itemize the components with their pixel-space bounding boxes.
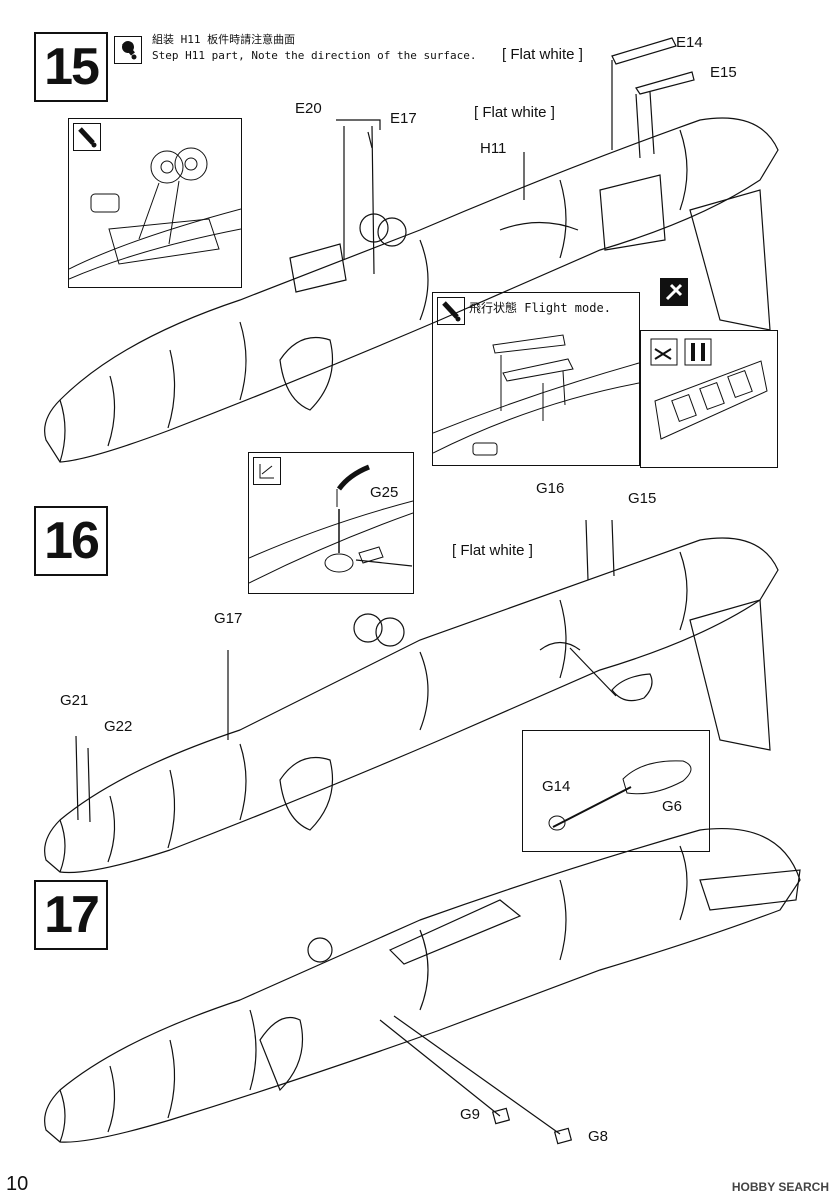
- label-e15: E15: [710, 64, 737, 81]
- step-number-17: 17: [34, 880, 108, 950]
- label-g15: G15: [628, 490, 657, 507]
- label-g21: G21: [60, 692, 89, 709]
- label-g17: G17: [214, 610, 243, 627]
- inset-landing-gear: [68, 118, 242, 288]
- label-g9: G9: [460, 1106, 481, 1123]
- cut-icon: [660, 278, 688, 306]
- attention-icon: [114, 36, 142, 64]
- label-h11: H11: [480, 140, 507, 157]
- label-e20: E20: [295, 100, 322, 117]
- step-number-16: 16: [34, 506, 108, 576]
- hobby-search-watermark: HOBBY SEARCH: [731, 1180, 829, 1194]
- label-g16: G16: [536, 480, 565, 497]
- label-flat-white-16: [ Flat white ]: [452, 542, 533, 559]
- inset-cut-detail: [640, 330, 778, 468]
- label-g22: G22: [104, 718, 133, 735]
- label-e14: E14: [676, 34, 703, 51]
- label-e17: E17: [390, 110, 417, 127]
- label-g14: G14: [542, 778, 571, 795]
- step15-note-jp: 組装 H11 板件時請注意曲面: [152, 33, 296, 46]
- label-g25: G25: [370, 484, 399, 501]
- label-flat-white-mid: [ Flat white ]: [474, 104, 555, 121]
- inset-g25: [248, 452, 414, 594]
- label-flat-white-top: [ Flat white ]: [502, 46, 583, 63]
- step-number-15: 15: [34, 32, 108, 102]
- label-g6: G6: [662, 798, 683, 815]
- inset-flight-mode: 飛行状態 Flight mode.: [432, 292, 640, 466]
- label-g8: G8: [588, 1128, 609, 1145]
- step15-note-en: Step H11 part, Note the direction of the…: [152, 49, 477, 62]
- page-number: 10: [6, 1173, 29, 1195]
